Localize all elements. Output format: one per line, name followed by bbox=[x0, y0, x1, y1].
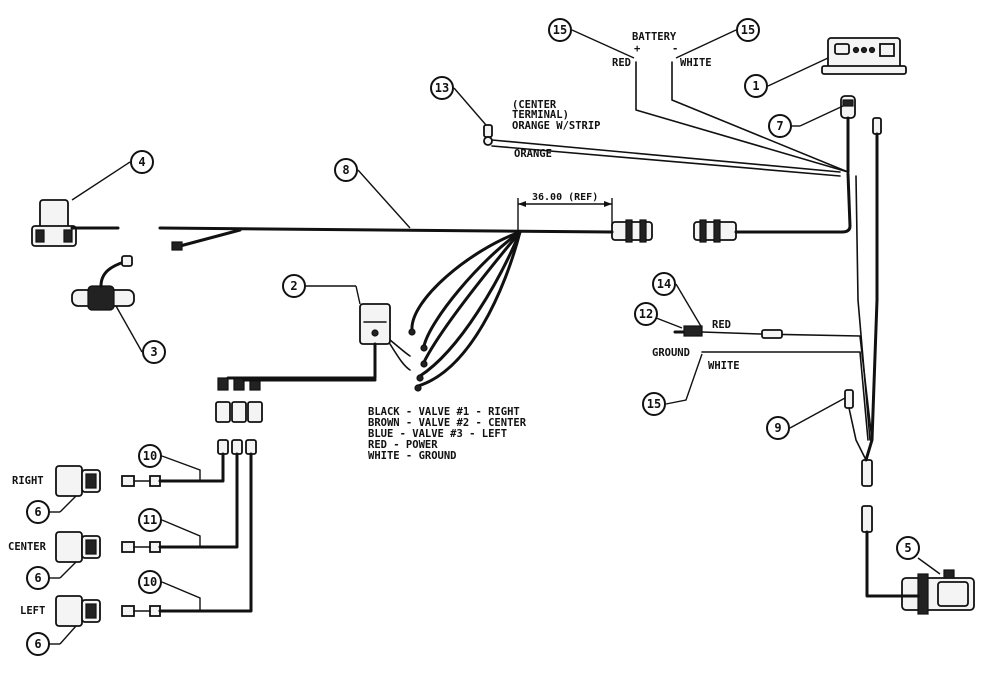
callout-10-lower: 10 bbox=[138, 570, 162, 594]
callout-13: 13 bbox=[430, 76, 454, 100]
battery-plus-label: + bbox=[634, 43, 640, 55]
callout-2: 2 bbox=[282, 274, 306, 298]
svg-text:15: 15 bbox=[741, 23, 755, 37]
pressure-sensor bbox=[844, 389, 854, 409]
callout-1: 1 bbox=[744, 74, 768, 98]
inline-fuse bbox=[673, 325, 703, 337]
callout-15-ground: 15 bbox=[642, 392, 666, 416]
svg-text:9: 9 bbox=[774, 421, 781, 435]
ground-label: GROUND bbox=[652, 347, 690, 359]
dimension-label: 36.00 (REF) bbox=[532, 192, 598, 203]
harness-connector-male bbox=[611, 219, 653, 243]
svg-text:3: 3 bbox=[150, 345, 157, 359]
flow-sensor bbox=[71, 255, 135, 311]
svg-text:12: 12 bbox=[639, 307, 653, 321]
svg-text:15: 15 bbox=[647, 397, 661, 411]
center-terminal-label-1: (CENTER bbox=[512, 99, 557, 111]
white-wire-label: WHITE bbox=[708, 360, 740, 372]
junction-box bbox=[359, 303, 391, 345]
svg-text:6: 6 bbox=[34, 571, 41, 585]
legend-line: BLACK - VALVE #1 - RIGHT bbox=[368, 406, 520, 418]
svg-text:14: 14 bbox=[657, 277, 671, 291]
callout-6-center: 6 bbox=[26, 566, 50, 590]
svg-text:13: 13 bbox=[435, 81, 449, 95]
svg-text:15: 15 bbox=[553, 23, 567, 37]
callout-7: 7 bbox=[768, 114, 792, 138]
svg-text:8: 8 bbox=[342, 163, 349, 177]
battery-label: BATTERY bbox=[632, 31, 677, 43]
callout-14: 14 bbox=[652, 272, 676, 296]
callout-5: 5 bbox=[896, 536, 920, 560]
svg-text:6: 6 bbox=[34, 637, 41, 651]
svg-text:6: 6 bbox=[34, 505, 41, 519]
solenoid-valve bbox=[31, 199, 77, 247]
control-console bbox=[821, 37, 907, 75]
callout-6-right: 6 bbox=[26, 500, 50, 524]
svg-text:1: 1 bbox=[752, 79, 759, 93]
fuse-holder bbox=[840, 95, 856, 174]
legend-line: WHITE - GROUND bbox=[368, 450, 457, 462]
callout-10-upper: 10 bbox=[138, 444, 162, 468]
orange-strip-label: ORANGE W/STRIP bbox=[512, 120, 601, 132]
center-terminal-label-2: TERMINAL) bbox=[512, 109, 569, 121]
legend-line: RED - POWER bbox=[368, 439, 438, 451]
left-valve-label: LEFT bbox=[20, 605, 45, 617]
callout-15-red: 15 bbox=[548, 18, 572, 42]
svg-text:4: 4 bbox=[138, 155, 145, 169]
svg-text:5: 5 bbox=[904, 541, 911, 555]
svg-text:11: 11 bbox=[143, 513, 157, 527]
wire-color-legend: BLACK - VALVE #1 - RIGHT BROWN - VALVE #… bbox=[368, 406, 527, 462]
svg-text:10: 10 bbox=[143, 575, 157, 589]
callout-15-white: 15 bbox=[736, 18, 760, 42]
harness-connector-female bbox=[693, 219, 737, 243]
callout-3: 3 bbox=[142, 340, 166, 364]
plug-connectors-upper bbox=[215, 377, 263, 423]
battery-minus-label: - bbox=[672, 43, 678, 55]
actuator-motor bbox=[901, 569, 975, 615]
plug-connectors-lower bbox=[217, 439, 257, 455]
svg-text:10: 10 bbox=[143, 449, 157, 463]
valve-center bbox=[55, 531, 161, 563]
callout-11: 11 bbox=[138, 508, 162, 532]
legend-line: BROWN - VALVE #2 - CENTER bbox=[368, 417, 527, 429]
callout-6-left: 6 bbox=[26, 632, 50, 656]
orange-label: ORANGE bbox=[514, 148, 552, 160]
callout-9: 9 bbox=[766, 416, 790, 440]
svg-text:7: 7 bbox=[776, 119, 783, 133]
right-valve-label: RIGHT bbox=[12, 475, 44, 487]
callout-8: 8 bbox=[334, 158, 358, 182]
red-wire-label: RED bbox=[712, 319, 731, 331]
legend-line: BLUE - VALVE #3 - LEFT bbox=[368, 428, 507, 440]
center-valve-label: CENTER bbox=[8, 541, 47, 553]
svg-text:2: 2 bbox=[290, 279, 297, 293]
callout-12: 12 bbox=[634, 302, 658, 326]
callout-4: 4 bbox=[130, 150, 154, 174]
battery-white-label: WHITE bbox=[680, 57, 712, 69]
battery-red-label: RED bbox=[612, 57, 631, 69]
ring-terminal bbox=[483, 124, 493, 146]
